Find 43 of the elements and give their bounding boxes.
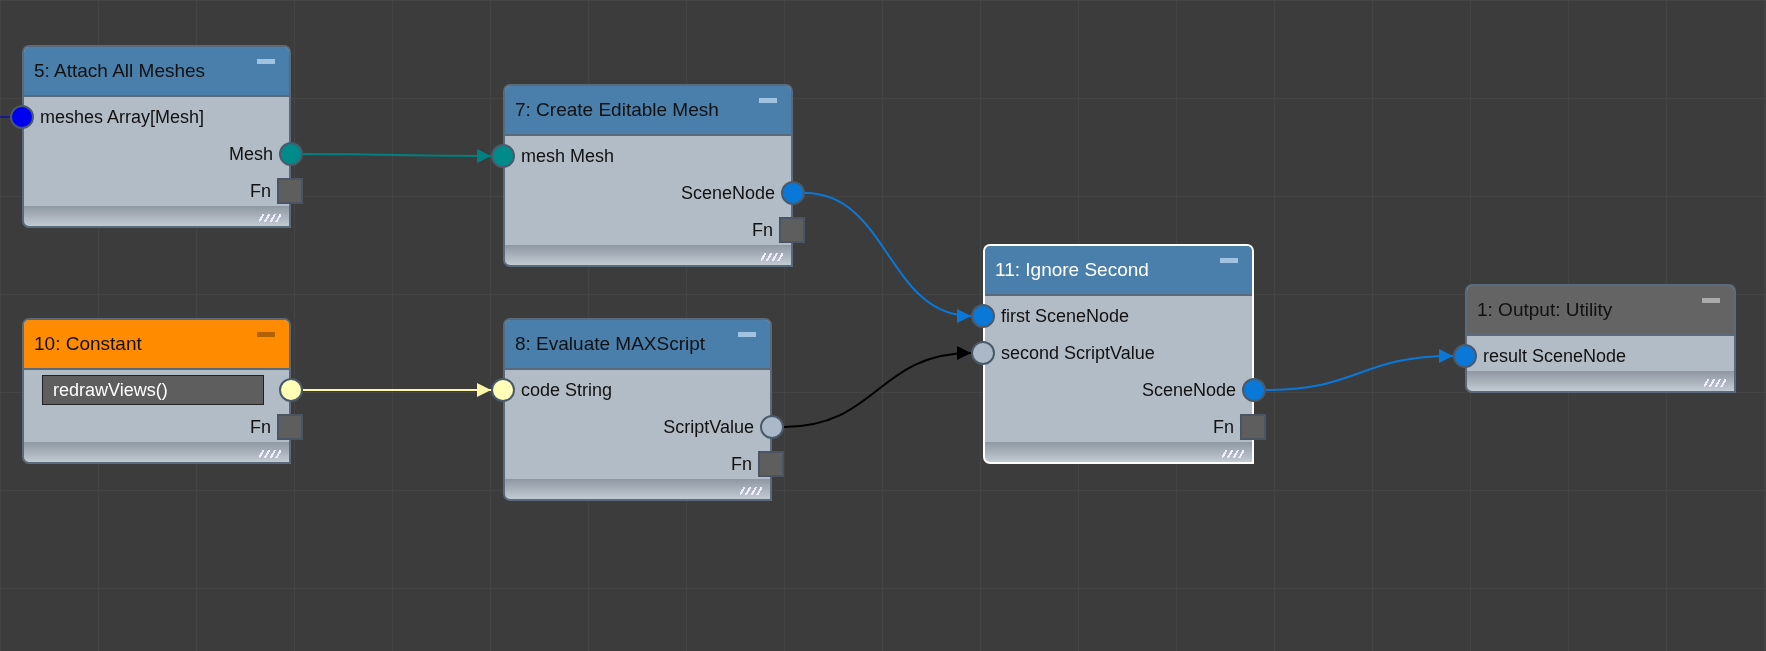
port-label: second ScriptValue — [1001, 342, 1155, 364]
node-title: 11: Ignore Second — [995, 259, 1149, 281]
port-label: Fn — [731, 453, 752, 475]
text-field: redrawViews() — [42, 375, 264, 405]
port-label: Mesh — [229, 143, 273, 165]
node-port — [1213, 413, 1266, 441]
connector-arrow — [783, 346, 972, 428]
port-label: ScriptValue — [663, 416, 754, 438]
node-port — [42, 376, 303, 404]
node-port — [680, 179, 805, 207]
node-port — [229, 140, 303, 168]
node-port — [752, 216, 805, 244]
node-title: 8: Evaluate MAXScript — [515, 333, 706, 355]
node-title: 5: Attach All Meshes — [34, 60, 206, 82]
port-label: Fn — [1213, 416, 1234, 438]
port-label: meshes Array[Mesh] — [40, 106, 205, 128]
node-port — [1453, 342, 1627, 370]
node-port — [971, 302, 1130, 330]
node-port — [250, 413, 303, 441]
port-label: SceneNode — [680, 182, 775, 204]
node-port — [491, 142, 615, 170]
port-label: mesh Mesh — [521, 145, 615, 167]
port-label: Fn — [752, 219, 773, 241]
node-title: 7: Create Editable Mesh — [515, 99, 719, 121]
port-label: first SceneNode — [1001, 305, 1130, 327]
port-label: Fn — [250, 180, 271, 202]
connector-arrow — [1265, 349, 1454, 391]
connector-arrow — [804, 192, 972, 322]
node-title: 1: Output: Utility — [1477, 299, 1613, 321]
connector-arrow — [302, 148, 492, 163]
node-port — [491, 376, 613, 404]
port-label: code String — [521, 379, 613, 401]
node-title: 10: Constant — [34, 333, 142, 355]
node-port — [10, 103, 205, 131]
node-port — [663, 413, 784, 441]
node-port — [731, 450, 784, 478]
connector-arrow — [302, 383, 492, 397]
port-label: SceneNode — [1141, 379, 1236, 401]
port-label: result SceneNode — [1483, 345, 1627, 367]
node-port — [250, 177, 303, 205]
node-port — [971, 339, 1155, 367]
node-port — [1141, 376, 1266, 404]
port-label: Fn — [250, 416, 271, 438]
